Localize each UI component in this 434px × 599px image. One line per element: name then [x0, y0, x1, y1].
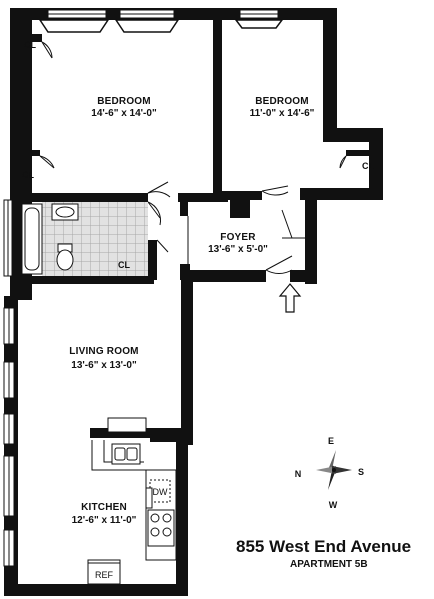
left-windows	[3, 199, 15, 567]
compass-north: N	[294, 469, 302, 479]
kitchen-dimensions: 12'-6" x 11'-0"	[71, 515, 137, 526]
closet-label: CL	[24, 40, 36, 50]
foyer-name: FOYER	[220, 232, 256, 243]
bathroom	[21, 202, 148, 276]
living-room-name: LIVING ROOM	[69, 346, 139, 357]
bedroom-2-dimensions: 11'-0" x 14'-6"	[249, 108, 315, 119]
refrigerator-label: REF	[95, 570, 113, 580]
entrance-arrow	[278, 283, 302, 313]
closet-label: CL	[118, 260, 130, 270]
building-address: 855 West End Avenue	[236, 537, 412, 556]
compass-west: W	[328, 500, 338, 510]
apartment-number: APARTMENT 5B	[290, 559, 368, 570]
top-windows	[38, 9, 284, 33]
bedroom-2-name: BEDROOM	[255, 96, 309, 107]
living-room-dimensions: 13'-6" x 13'-0"	[71, 360, 137, 371]
compass	[316, 450, 352, 490]
compass-south: S	[357, 467, 365, 477]
closet-label: CL	[362, 161, 374, 171]
doors	[39, 41, 347, 274]
exterior-walls	[4, 8, 383, 596]
kitchen-fixtures	[87, 417, 177, 585]
compass-east: E	[327, 436, 335, 446]
bedroom-1-name: BEDROOM	[97, 96, 151, 107]
foyer-dimensions: 13'-6" x 5'-0"	[208, 244, 268, 255]
bedroom-1-dimensions: 14'-6" x 14'-0"	[91, 108, 157, 119]
kitchen-name: KITCHEN	[81, 502, 127, 513]
closet-label: CL	[22, 170, 34, 180]
interior-walls	[14, 20, 376, 438]
dishwasher-label: DW	[152, 487, 168, 497]
